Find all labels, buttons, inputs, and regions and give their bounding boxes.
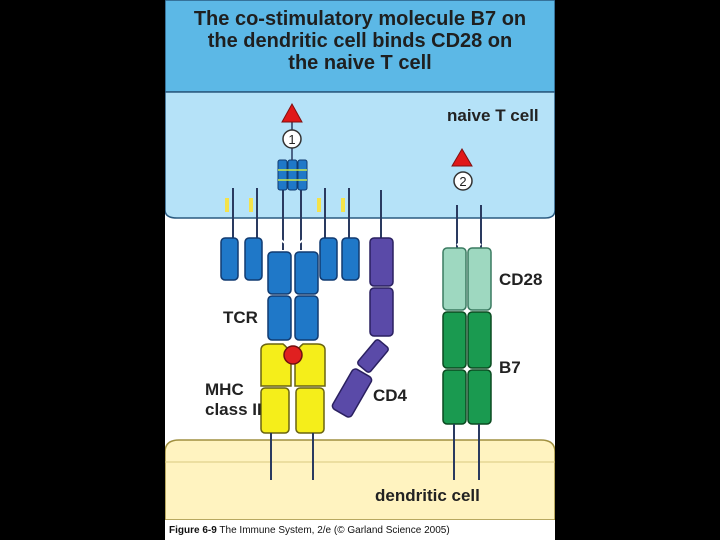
cd3-left-chains	[220, 188, 263, 281]
title-line-1: The co-stimulatory molecule B7 on	[193, 8, 527, 30]
label-class-ii: class II	[205, 400, 262, 419]
caption-figure-number: Figure 6-9	[169, 525, 217, 536]
signal-1-arrow	[281, 102, 303, 160]
cd28-b7-pair	[442, 205, 492, 480]
label-dendritic-cell: dendritic cell	[375, 486, 480, 505]
diagram-title: The co-stimulatory molecule B7 on the de…	[165, 8, 555, 74]
immune-synapse-diagram: 1	[165, 0, 555, 520]
tcr-zeta-chains	[277, 159, 308, 250]
mhc-class-ii	[260, 343, 326, 480]
signal-2-arrow	[451, 148, 473, 191]
peptide	[283, 345, 303, 365]
label-tcr: TCR	[223, 308, 258, 327]
figure-panel: 1	[165, 0, 555, 540]
tcr-alpha-beta	[267, 251, 319, 341]
title-line-3: the naive T cell	[288, 52, 432, 74]
label-b7: B7	[499, 358, 521, 377]
signal-1-number: 1	[288, 132, 295, 147]
dendritic-cell-body	[165, 439, 555, 520]
cd4-coreceptor	[331, 190, 394, 418]
signal-2-number: 2	[459, 174, 466, 189]
label-cd28: CD28	[499, 270, 543, 289]
label-naive-t-cell: naive T cell	[447, 106, 539, 125]
figure-caption: Figure 6-9 The Immune System, 2/e (© Gar…	[169, 525, 450, 536]
label-mhc: MHC	[205, 380, 244, 399]
title-line-2: the dendritic cell binds CD28 on	[207, 30, 513, 52]
caption-source: The Immune System, 2/e (© Garland Scienc…	[219, 525, 450, 536]
cd3-right-chains	[317, 188, 360, 281]
label-cd4: CD4	[373, 386, 408, 405]
